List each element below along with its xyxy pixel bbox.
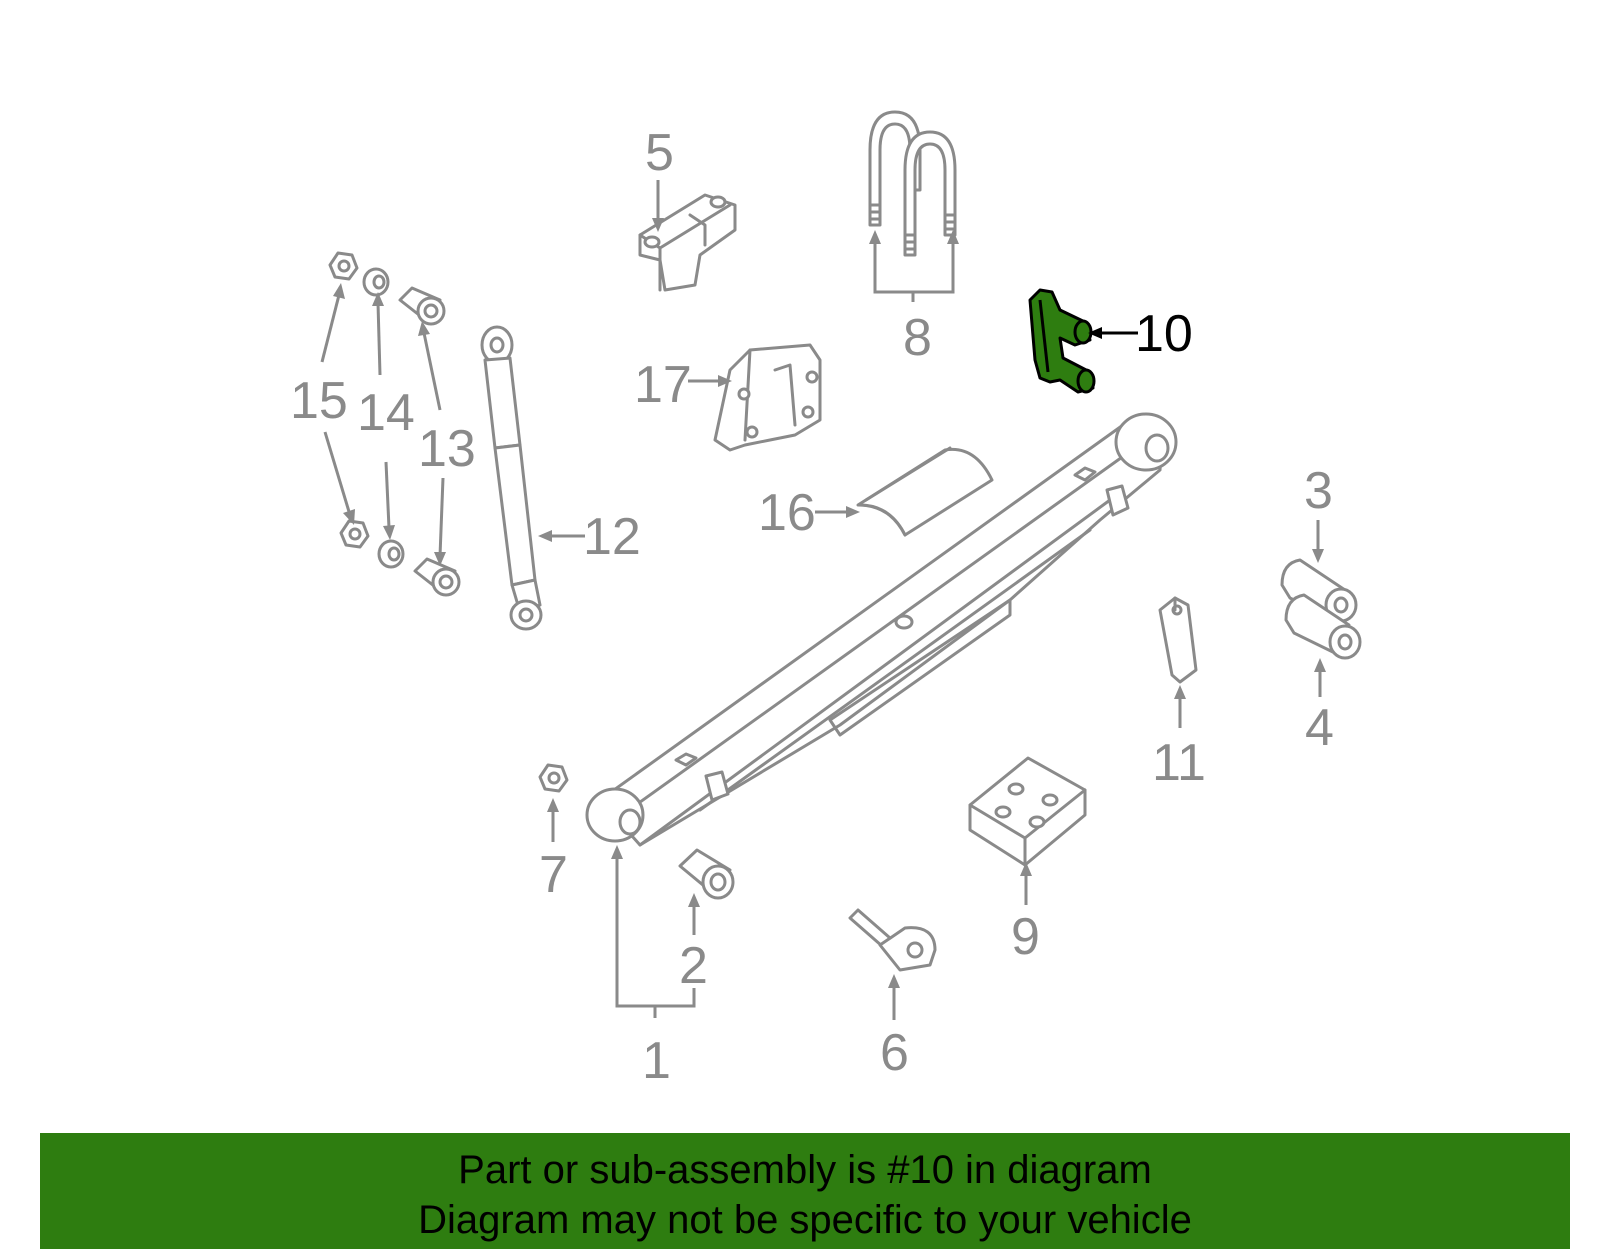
part-17-bracket[interactable]: [713, 343, 822, 452]
callout-14: 14: [357, 384, 415, 442]
callout-16: 16: [758, 484, 816, 542]
part-13-bushing-lower[interactable]: [413, 557, 461, 597]
part-10-shackle-highlighted[interactable]: [1028, 288, 1096, 394]
part-9-spring-plate[interactable]: [968, 756, 1087, 867]
callout-3: 3: [1304, 462, 1333, 520]
part-6-bolt[interactable]: [848, 908, 937, 972]
callout-8: 8: [903, 309, 932, 367]
part-15-nut-lower[interactable]: [339, 519, 370, 549]
banner-part-line: Part or sub-assembly is #10 in diagram: [458, 1148, 1152, 1192]
part-1-leaf-spring[interactable]: [585, 412, 1178, 847]
part-14-washer-lower[interactable]: [377, 539, 405, 569]
part-15-nut-upper[interactable]: [328, 251, 359, 281]
part-14-washer-upper[interactable]: [362, 267, 390, 297]
part-16-spring-seat[interactable]: [856, 446, 994, 537]
callout-7: 7: [539, 846, 568, 904]
leader-lines: [320, 180, 1326, 1020]
part-11-shackle-plate[interactable]: [1158, 596, 1198, 684]
callout-5: 5: [645, 124, 674, 182]
callout-11: 11: [1152, 734, 1206, 792]
part-13-bushing-upper[interactable]: [398, 286, 446, 326]
part-8-u-bolts[interactable]: [868, 110, 957, 257]
callout-labels: 5 8 17 10 16 12 15 14 13 3 4 11 7 2 1 6 …: [290, 124, 1334, 1090]
callout-9: 9: [1011, 908, 1040, 966]
callout-1: 1: [642, 1032, 671, 1090]
info-banner: Part or sub-assembly is #10 in diagram D…: [40, 1133, 1570, 1249]
callout-15: 15: [290, 372, 348, 430]
part-4-bushing[interactable]: [1284, 593, 1362, 660]
part-5-hanger-bracket[interactable]: [638, 193, 737, 292]
callout-17: 17: [634, 356, 692, 414]
callout-4: 4: [1305, 699, 1334, 757]
callout-2: 2: [679, 937, 708, 995]
banner-disclaimer-line: Diagram may not be specific to your vehi…: [418, 1198, 1192, 1242]
part-2-bushing[interactable]: [678, 848, 735, 900]
callout-6: 6: [880, 1024, 909, 1082]
part-7-nut[interactable]: [538, 763, 569, 793]
callout-12: 12: [583, 508, 641, 566]
part-12-shock-absorber[interactable]: [480, 325, 543, 631]
callout-10[interactable]: 10: [1135, 305, 1193, 363]
callout-13: 13: [418, 420, 476, 478]
